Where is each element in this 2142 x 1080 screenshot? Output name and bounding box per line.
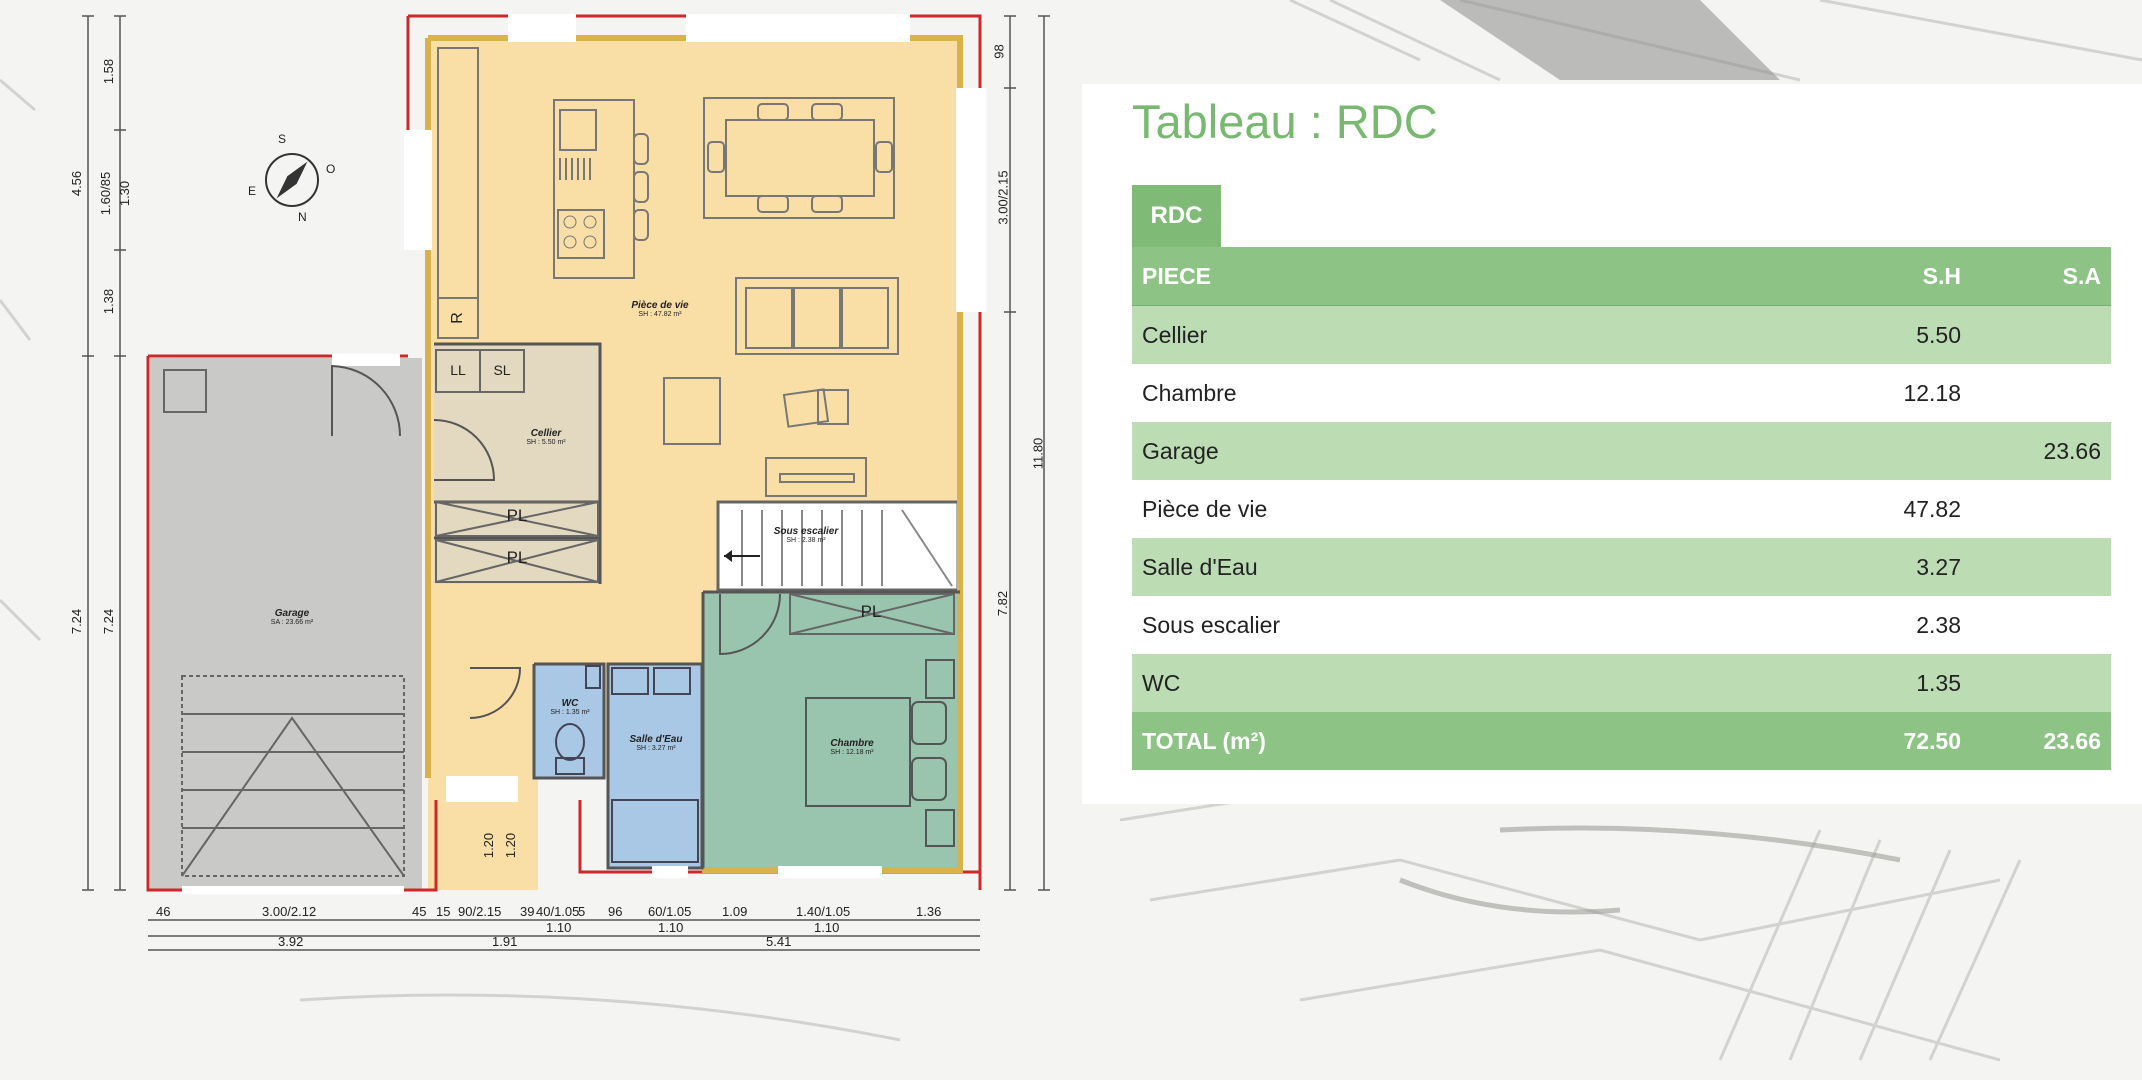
cell-sa — [1971, 654, 2111, 712]
cell-sa — [1971, 480, 2111, 538]
cell-room: Sous escalier — [1132, 596, 1791, 654]
cell-room: Pièce de vie — [1132, 480, 1791, 538]
table-row: Sous escalier 2.38 — [1132, 596, 2111, 654]
table-row: Garage 23.66 — [1132, 422, 2111, 480]
cell-sh: 12.18 — [1791, 364, 1971, 422]
tab-rdc[interactable]: RDC — [1132, 185, 1221, 247]
cell-sh: 47.82 — [1791, 480, 1971, 538]
cell-sa — [1971, 596, 2111, 654]
cell-sh: 1.35 — [1791, 654, 1971, 712]
table-row: Pièce de vie 47.82 — [1132, 480, 2111, 538]
cell-sh — [1791, 422, 1971, 480]
cell-room: Chambre — [1132, 364, 1791, 422]
table-header-row: PIECE S.H S.A — [1132, 247, 2111, 306]
header-sa: S.A — [1971, 247, 2111, 306]
cell-sa — [1971, 538, 2111, 596]
salle-eau-area — [608, 664, 702, 868]
fixture-r: R — [449, 312, 466, 324]
compass-icon — [265, 153, 319, 207]
stair-area — [716, 500, 960, 592]
cellier-area — [434, 344, 600, 584]
cell-room: WC — [1132, 654, 1791, 712]
header-room: PIECE — [1132, 247, 1791, 306]
cell-room: Cellier — [1132, 305, 1791, 364]
cell-room: Garage — [1132, 422, 1791, 480]
cell-sh: 2.38 — [1791, 596, 1971, 654]
cell-sa — [1971, 305, 2111, 364]
cell-sh: 5.50 — [1791, 305, 1971, 364]
table-total-row: TOTAL (m²) 72.50 23.66 — [1132, 712, 2111, 770]
total-label: TOTAL (m²) — [1132, 712, 1791, 770]
cell-sa: 23.66 — [1971, 422, 2111, 480]
surface-table: PIECE S.H S.A Cellier 5.50 Chambre 12.18… — [1132, 247, 2111, 770]
total-sh: 72.50 — [1791, 712, 1971, 770]
table-row: WC 1.35 — [1132, 654, 2111, 712]
cell-sa — [1971, 364, 2111, 422]
floor-plan: R — [82, 14, 1050, 951]
garage-area — [150, 358, 422, 890]
table-row: Salle d'Eau 3.27 — [1132, 538, 2111, 596]
header-sh: S.H — [1791, 247, 1971, 306]
panel-title: Tableau : RDC — [1132, 95, 1438, 148]
cell-room: Salle d'Eau — [1132, 538, 1791, 596]
chambre-area — [703, 592, 958, 868]
total-sa: 23.66 — [1971, 712, 2111, 770]
table-row: Chambre 12.18 — [1132, 364, 2111, 422]
cell-sh: 3.27 — [1791, 538, 1971, 596]
table-row: Cellier 5.50 — [1132, 305, 2111, 364]
